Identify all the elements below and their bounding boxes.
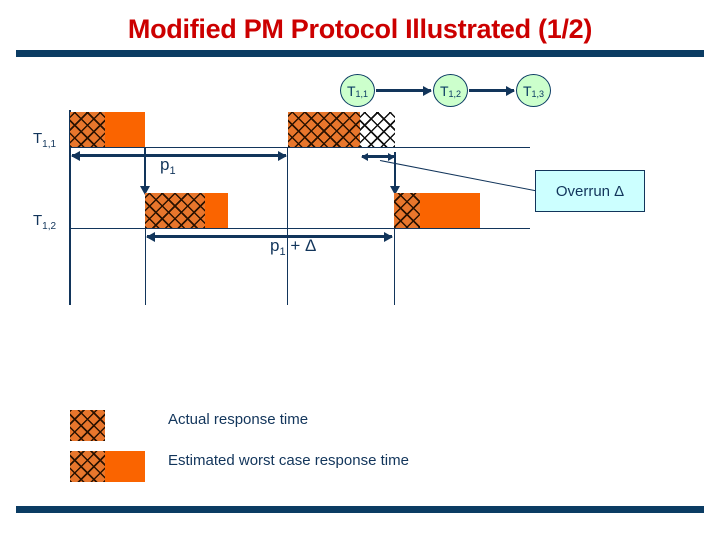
period-p1-delta-base: p (270, 236, 280, 255)
row1-job1-estimated-block (105, 112, 145, 147)
row-label-base: T (33, 212, 43, 229)
page-title: Modified PM Protocol Illustrated (1/2) (127, 14, 593, 44)
row1-baseline (70, 147, 530, 148)
row2-job2-estimated-block (420, 193, 480, 228)
row2-baseline (70, 228, 530, 229)
row-label-t12: T1,2 (33, 212, 57, 232)
period-p1-delta-subscript: 1 (279, 246, 286, 258)
legend-label-actual: Actual response time (168, 411, 309, 428)
row-label-subscript: 1,1 (42, 139, 57, 150)
task-node-label: T (522, 82, 532, 99)
overrun-callout: Overrun Δ (535, 170, 645, 212)
period-p1-delta-suffix: + Δ (285, 236, 317, 255)
row1-job2-overrun-block (360, 112, 395, 147)
row1-release-marker-2 (287, 147, 288, 305)
task-node-subscript: 1,1 (355, 89, 369, 99)
task-node-label: T (346, 82, 356, 99)
row-label-subscript: 1,2 (42, 221, 57, 232)
row1-job2-actual-block (288, 112, 360, 147)
task-node-subscript: 1,3 (531, 89, 545, 99)
overrun-delta-arrow (361, 152, 395, 161)
task-node-label: T (439, 82, 449, 99)
overrun-callout-text: Overrun Δ (555, 182, 625, 200)
drop-arrow-row1-to-row2-a (140, 147, 150, 195)
row2-job1-estimated-block (205, 193, 228, 228)
period-p1-base: p (160, 155, 170, 174)
row2-job2-actual-block (394, 193, 420, 228)
period-p1-label: p1 (160, 155, 176, 177)
time-axis-vertical (69, 110, 71, 305)
row2-release-marker (394, 228, 395, 305)
legend-label-estimated: Estimated worst case response time (168, 452, 409, 469)
row-label-base: T (33, 130, 43, 147)
drop-arrow-row1-to-row2-b (390, 152, 400, 195)
row2-job1-actual-block (145, 193, 205, 228)
legend-swatch-actual (70, 410, 105, 441)
legend-swatch-estimated-solid (105, 451, 145, 482)
title-divider (16, 50, 704, 57)
graph-arrow-1 (376, 85, 432, 96)
period-p1-delta-arrow (146, 231, 393, 242)
period-p1-subscript: 1 (169, 165, 176, 177)
graph-arrow-2 (469, 85, 515, 96)
period-p1-arrow (71, 150, 287, 161)
task-node-subscript: 1,2 (448, 89, 462, 99)
callout-leader-line (379, 160, 538, 192)
period-p1-delta-label: p1 + Δ (270, 236, 317, 258)
legend-swatch-estimated-hatch (70, 451, 105, 482)
row1-job1-actual-block (70, 112, 105, 147)
row-label-t11: T1,1 (33, 130, 57, 150)
footer-divider (16, 506, 704, 513)
